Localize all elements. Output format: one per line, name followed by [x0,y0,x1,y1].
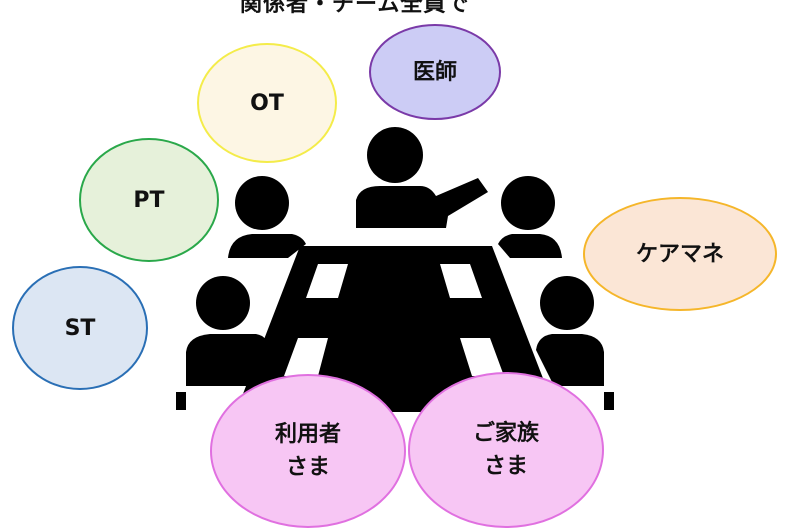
family-bubble: ご家族 さま [408,372,604,528]
person-right-back-head [501,176,555,230]
person-right-front-head [540,276,594,330]
pt-label: PT [133,187,165,213]
ot-label: OT [250,90,284,116]
care-manager-bubble: ケアマネ [583,197,777,311]
header-text: 関係者・チーム全員で [240,0,470,17]
user-label-line1: 利用者 [274,422,341,447]
presenter-head [367,127,423,183]
doctor-label: 医師 [412,59,457,85]
family-label-line2: さま [483,454,528,479]
presenter-body [356,178,488,228]
person-left-back-body [228,234,306,258]
st-label: ST [64,315,96,341]
person-left-front-body [186,334,270,386]
doctor-bubble: 医師 [369,24,501,120]
person-left-back-head [235,176,289,230]
meeting-table [236,246,556,412]
person-left-front-head [196,276,250,330]
person-right-front-body [536,334,604,386]
user-bubble: 利用者 さま [210,374,406,528]
person-right-back-body [498,234,562,258]
care-manager-label: ケアマネ [635,241,724,267]
family-label-line1: ご家族 [472,421,539,446]
st-bubble: ST [12,266,148,390]
ot-bubble: OT [197,43,337,163]
user-label-line2: さま [285,455,330,480]
pt-bubble: PT [79,138,219,262]
